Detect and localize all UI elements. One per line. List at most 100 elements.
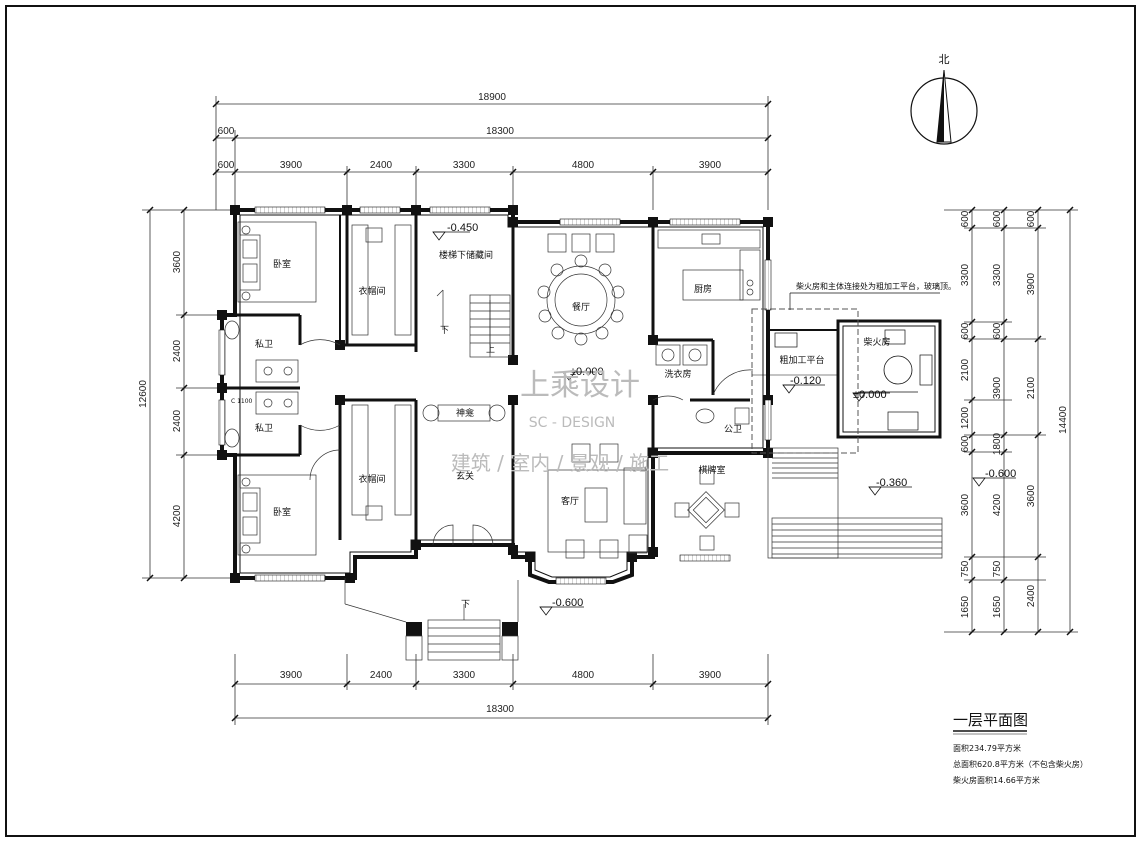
dim-top-seg: 3900 bbox=[280, 160, 303, 171]
right-dim-ticks bbox=[968, 206, 1074, 636]
dining-set bbox=[537, 233, 625, 346]
dim-right-total: 14400 bbox=[1058, 406, 1069, 434]
closet-fixtures bbox=[351, 224, 412, 521]
room-mahjong: 棋牌室 bbox=[698, 464, 725, 476]
room-dining: 餐厅 bbox=[572, 301, 590, 313]
dim-left-seg: 2400 bbox=[172, 339, 183, 362]
bath-fixtures bbox=[224, 320, 341, 448]
windows bbox=[218, 206, 772, 585]
drawing-frame bbox=[5, 5, 1136, 837]
watermark-latin: SC - DESIGN bbox=[529, 415, 616, 431]
dim-left-seg: 2400 bbox=[172, 409, 183, 432]
room-stair-storage: 楼梯下储藏间 bbox=[439, 249, 493, 261]
legend-area: 面积234.79平方米 bbox=[953, 743, 1021, 753]
dim-right-c1: 2100 bbox=[960, 358, 971, 381]
bottom-dim-ticks bbox=[231, 680, 772, 722]
dim-right-c2: 4200 bbox=[992, 493, 1003, 516]
dim-right-c3: 2100 bbox=[1026, 376, 1037, 399]
shrine-fixture bbox=[422, 404, 506, 422]
dim-left-seg: 3600 bbox=[172, 250, 183, 273]
dim-right-c2: 600 bbox=[992, 210, 1003, 227]
dim-right-c3: 2400 bbox=[1026, 584, 1037, 607]
platform-walls bbox=[752, 329, 838, 376]
left-dim-ticks bbox=[146, 206, 188, 582]
dim-bottom-seg: 2400 bbox=[370, 670, 393, 681]
dim-right-c1: 600 bbox=[960, 435, 971, 452]
dim-right-c3: 3900 bbox=[1026, 272, 1037, 295]
level-triangles bbox=[432, 231, 1016, 616]
left-dimensions bbox=[142, 209, 235, 579]
dim-bottom-seg: 4800 bbox=[572, 670, 595, 681]
dim-top-seg: 3300 bbox=[453, 160, 476, 171]
side-stairs bbox=[767, 447, 943, 559]
watermark-brand: 上乘设计 bbox=[520, 368, 640, 403]
room-foyer: 玄关 bbox=[456, 470, 474, 482]
watermark-services: 建筑 / 室内 / 景观 / 施工 bbox=[451, 451, 669, 475]
level-platform: -0.120 bbox=[790, 375, 821, 387]
room-wood: 柴火房 bbox=[863, 336, 890, 348]
dim-right-c1: 1650 bbox=[960, 595, 971, 618]
dim-right-c1: 750 bbox=[960, 560, 971, 577]
dim-bottom-seg: 3300 bbox=[453, 670, 476, 681]
right-dimensions bbox=[944, 209, 1078, 633]
dim-top-seg: 3900 bbox=[699, 160, 722, 171]
dim-top-subtotal: 18300 bbox=[486, 126, 514, 137]
dim-top-total: 18900 bbox=[478, 92, 506, 103]
dim-right-c3: 600 bbox=[1026, 210, 1037, 227]
platform-boundary bbox=[751, 308, 859, 454]
room-shrine: 神龛 bbox=[456, 407, 474, 419]
top-dim-ticks bbox=[212, 100, 772, 176]
dim-right-c2: 750 bbox=[992, 560, 1003, 577]
dim-right-c2: 3300 bbox=[992, 263, 1003, 286]
compass-label: 北 bbox=[939, 53, 950, 66]
main-stair bbox=[436, 289, 511, 358]
dim-top-seg: 4800 bbox=[572, 160, 595, 171]
dim-right-c2: 3900 bbox=[992, 376, 1003, 399]
dim-right-c1: 600 bbox=[960, 210, 971, 227]
room-public-wc: 公卫 bbox=[724, 424, 742, 435]
level-side: -0.600 bbox=[985, 468, 1016, 480]
dim-right-c3: 3600 bbox=[1026, 484, 1037, 507]
level-entry: -0.600 bbox=[552, 597, 583, 609]
dim-bottom-total: 18300 bbox=[486, 704, 514, 715]
dim-right-c2: 1800 bbox=[992, 432, 1003, 455]
room-kitchen: 厨房 bbox=[694, 283, 712, 295]
bed-top bbox=[237, 221, 317, 303]
wood-room bbox=[836, 319, 942, 439]
drawing-title: 一层平面图 bbox=[953, 711, 1028, 729]
stair-up-mark: 上 bbox=[486, 344, 495, 355]
top-dimensions bbox=[215, 96, 769, 210]
dim-right-c1: 1200 bbox=[960, 406, 971, 429]
dim-right-c1: 3300 bbox=[960, 263, 971, 286]
level-main: ±0.000 bbox=[570, 366, 604, 378]
entry-stair bbox=[344, 578, 519, 661]
room-closet-bottom: 衣帽间 bbox=[358, 473, 385, 485]
dim-left-total: 12600 bbox=[138, 380, 149, 408]
dim-bottom-seg: 3900 bbox=[280, 670, 303, 681]
dim-left-seg: 4200 bbox=[172, 504, 183, 527]
room-bath-top: 私卫 bbox=[255, 339, 273, 350]
dim-right-c2: 600 bbox=[992, 322, 1003, 339]
level-stair: -0.450 bbox=[447, 222, 478, 234]
level-yard: -0.360 bbox=[876, 477, 907, 489]
dim-top-seg: 2400 bbox=[370, 160, 393, 171]
dim-top-offset-b: 600 bbox=[218, 160, 235, 171]
utility-fixtures bbox=[652, 344, 754, 425]
bottom-dimensions bbox=[234, 654, 769, 725]
dim-right-c2: 1650 bbox=[992, 595, 1003, 618]
dim-right-c1: 600 bbox=[960, 322, 971, 339]
living-set bbox=[547, 443, 649, 559]
entry-doors bbox=[309, 449, 494, 546]
kitchen-fixtures bbox=[657, 229, 761, 301]
stair-down-mark: 下 bbox=[440, 326, 449, 336]
legend-total-area: 总面积620.8平方米（不包含柴火房） bbox=[953, 759, 1088, 769]
level-wood: ±0.000 bbox=[853, 389, 887, 401]
legend-wood-area: 柴火房面积14.66平方米 bbox=[953, 775, 1040, 785]
dim-bottom-seg: 3900 bbox=[699, 670, 722, 681]
mahjong-set bbox=[674, 469, 740, 551]
dim-right-c1: 3600 bbox=[960, 493, 971, 516]
dim-top-offset-a: 600 bbox=[218, 126, 235, 137]
bed-bottom bbox=[237, 474, 317, 556]
room-closet-top: 衣帽间 bbox=[358, 285, 385, 297]
